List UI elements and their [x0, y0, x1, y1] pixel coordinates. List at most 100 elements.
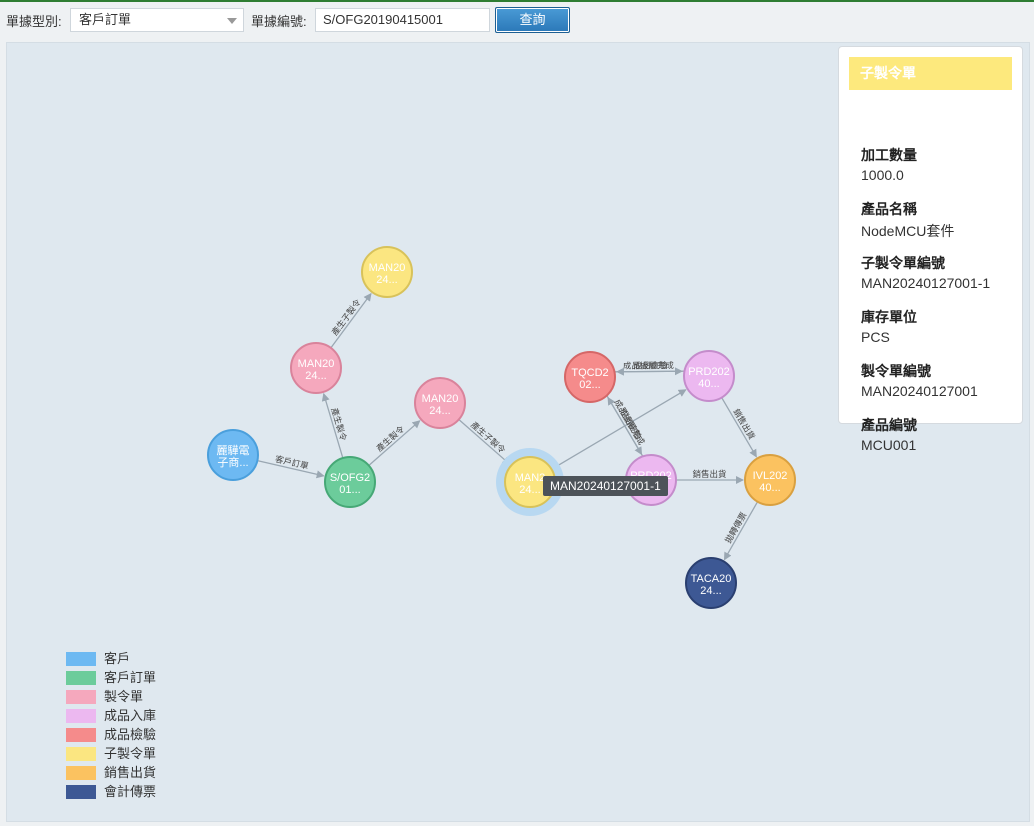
node-label: IVL202	[753, 470, 788, 482]
node-label: MAN20	[369, 262, 406, 274]
edge-link[interactable]	[458, 419, 511, 465]
legend-swatch	[66, 709, 96, 723]
node-label: 24...	[700, 585, 721, 597]
field-value: MAN20240127001	[861, 383, 978, 399]
legend-label: 銷售出貨	[104, 765, 157, 780]
node-circle[interactable]	[683, 350, 735, 402]
legend-label: 會計傳票	[104, 784, 157, 799]
field-label: 加工數量	[861, 147, 917, 163]
edge-link[interactable]	[551, 389, 687, 470]
doc-type-label: 單據型別:	[6, 14, 62, 29]
legend-item[interactable]: 製令單	[66, 688, 206, 707]
edge-label: 產生製令	[374, 423, 407, 454]
legend-item[interactable]: 客戶訂單	[66, 669, 206, 688]
legend-swatch	[66, 690, 96, 704]
graph-node-tqc[interactable]: TQCD202...	[564, 351, 616, 403]
legend-label: 成品入庫	[104, 708, 157, 723]
node-circle[interactable]	[564, 351, 616, 403]
doc-type-value: 客戶訂單	[79, 12, 132, 27]
legend-label: 子製令單	[104, 746, 157, 761]
edge-link[interactable]	[330, 292, 372, 349]
edge-link[interactable]	[257, 459, 325, 479]
edge-link[interactable]	[321, 392, 344, 459]
node-label: PRD202	[688, 366, 730, 378]
node-label: 24...	[519, 484, 540, 496]
node-label: 40...	[759, 482, 780, 494]
legend-item[interactable]: 子製令單	[66, 745, 206, 764]
query-button[interactable]: 查詢	[495, 7, 570, 33]
edge-label: 銷售出貨	[730, 407, 757, 442]
chevron-down-icon	[227, 18, 237, 24]
node-circle[interactable]	[207, 429, 259, 481]
legend-swatch	[66, 785, 96, 799]
node-tooltip: MAN20240127001-1	[543, 476, 668, 496]
field-value: MCU001	[861, 437, 917, 453]
node-circle[interactable]	[290, 342, 342, 394]
edge-label: 產生子製令	[468, 420, 508, 457]
graph-node-taca[interactable]: TACA2024...	[685, 557, 737, 609]
field-value: MAN20240127001-1	[861, 275, 991, 291]
edge-label: 產生子製令	[329, 297, 363, 338]
top-accent-line	[0, 0, 1034, 2]
legend-swatch	[66, 652, 96, 666]
node-circle[interactable]	[414, 377, 466, 429]
graph-node-man_b[interactable]: MAN2024...	[414, 377, 466, 429]
legend-item[interactable]: 成品入庫	[66, 707, 206, 726]
graph-node-ivl[interactable]: IVL20240...	[744, 454, 796, 506]
node-label: 24...	[429, 405, 450, 417]
legend-label: 客戶訂單	[104, 670, 157, 685]
edge-link[interactable]	[615, 367, 684, 376]
panel-title: 子製令單	[849, 57, 1012, 90]
edge-label: 客戶訂單	[274, 454, 310, 472]
node-label: MAN20	[298, 358, 335, 370]
legend-item[interactable]: 客戶	[66, 650, 206, 669]
edge-label: 產生製令	[328, 407, 348, 443]
node-label: MAN20	[422, 393, 459, 405]
node-circle[interactable]	[361, 246, 413, 298]
node-label: 麗驊電	[217, 444, 250, 457]
node-label: 01...	[339, 484, 360, 496]
edge-link[interactable]	[607, 396, 644, 457]
edge-label: 銷售出貨	[692, 469, 727, 480]
field-value: 1000.0	[861, 167, 904, 183]
node-label: MAN2	[515, 472, 546, 484]
node-circle[interactable]	[685, 557, 737, 609]
field-label: 子製令單編號	[861, 255, 945, 271]
field-value: PCS	[861, 329, 890, 345]
doc-no-input[interactable]: S/OFG20190415001	[315, 8, 490, 32]
field-label: 產品編號	[861, 417, 917, 433]
edge-label: 成品檢驗	[633, 360, 668, 371]
edge-label: 成品檢驗	[617, 407, 644, 442]
graph-node-so[interactable]: S/OFG201...	[324, 456, 376, 508]
legend-item[interactable]: 會計傳票	[66, 783, 206, 802]
doc-type-select[interactable]: 客戶訂單	[70, 8, 244, 32]
node-label: TQCD2	[571, 367, 608, 379]
node-label: 24...	[305, 370, 326, 382]
legend-item[interactable]: 銷售出貨	[66, 764, 206, 783]
node-label: 02...	[579, 379, 600, 391]
graph-node-man_sel[interactable]: MAN224...	[504, 456, 556, 508]
field-label: 產品名稱	[861, 201, 917, 217]
graph-node-man_top[interactable]: MAN2024...	[361, 246, 413, 298]
node-detail-panel: 子製令單 加工數量 1000.0 產品名稱 NodeMCU套件 子製令單編號 M…	[838, 46, 1023, 453]
legend-item[interactable]: 成品檢驗	[66, 726, 206, 745]
node-circle[interactable]	[324, 456, 376, 508]
edge-link[interactable]	[721, 397, 757, 458]
legend-label: 客戶	[104, 651, 131, 666]
node-circle[interactable]	[744, 454, 796, 506]
graph-node-cust[interactable]: 麗驊電子商...	[207, 429, 259, 481]
legend-swatch	[66, 728, 96, 742]
node-label: 24...	[376, 274, 397, 286]
field-value: NodeMCU套件	[861, 223, 955, 239]
query-toolbar: 單據型別: 客戶訂單 單據編號: S/OFG20190415001 查詢	[0, 2, 1034, 38]
graph-node-prd1[interactable]: PRD20240...	[683, 350, 735, 402]
edge-link[interactable]	[723, 501, 759, 561]
field-label: 製令單編號	[861, 363, 931, 379]
node-label: S/OFG2	[330, 472, 370, 484]
doc-no-label: 單據編號:	[251, 14, 307, 29]
edge-link[interactable]	[368, 420, 421, 466]
graph-node-man_a[interactable]: MAN2024...	[290, 342, 342, 394]
legend-label: 成品檢驗	[104, 727, 157, 742]
field-label: 庫存單位	[861, 309, 917, 325]
edge-label: 成品檢驗完成	[623, 360, 675, 371]
